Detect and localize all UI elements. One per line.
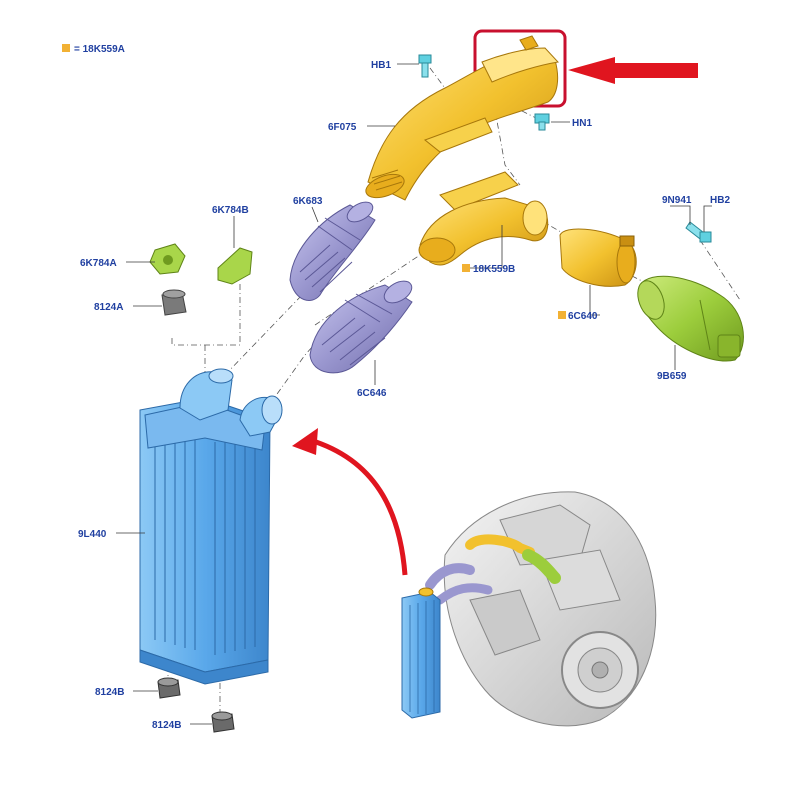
label-6c640: 6C640 <box>568 311 598 322</box>
label-6f075: 6F075 <box>328 122 357 133</box>
label-6k784a: 6K784A <box>80 258 117 269</box>
label-9b659: 9B659 <box>657 371 687 382</box>
label-8124a: 8124A <box>94 302 123 313</box>
legend-swatch-6c640 <box>558 311 566 319</box>
label-hb2: HB2 <box>710 195 730 206</box>
legend-swatch <box>62 44 70 52</box>
leader-lines <box>116 63 712 725</box>
label-18k559b: 18K559B <box>473 264 515 275</box>
part-labels: HB1 HN1 6F075 6K683 6K784B 6K784A 8124A … <box>78 60 730 731</box>
label-9n941: 9N941 <box>662 195 692 206</box>
label-8124b-left: 8124B <box>95 687 124 698</box>
label-9l440: 9L440 <box>78 529 107 540</box>
bracket-6k784b <box>217 247 253 285</box>
bracket-6k784a <box>149 243 186 275</box>
locator-arrow-head-icon <box>292 428 318 455</box>
locator-arrow <box>292 428 408 576</box>
label-6k683: 6K683 <box>293 196 323 207</box>
pointer-arrow-icon <box>568 57 698 84</box>
engine-inset <box>401 491 657 727</box>
clamp-6c640 <box>559 228 637 287</box>
legend-text: = 18K559A <box>74 44 125 55</box>
label-hb1: HB1 <box>371 60 391 71</box>
label-hn1: HN1 <box>572 118 592 129</box>
label-8124b-right: 8124B <box>152 720 181 731</box>
nut-hn1 <box>534 113 550 131</box>
intercooler-fins <box>154 440 256 655</box>
legend: = 18K559A <box>62 44 125 55</box>
duct-6f075 <box>365 35 559 201</box>
mount-8124b-left <box>157 677 181 699</box>
duct-18k559b <box>418 171 549 266</box>
intercooler-9l440 <box>139 368 283 685</box>
label-6c646: 6C646 <box>357 388 387 399</box>
hose-6k683 <box>289 201 376 301</box>
mount-8124b-right <box>211 711 235 733</box>
mount-8124a <box>161 289 187 316</box>
hose-6c646 <box>309 280 413 374</box>
legend-swatch-18k559b <box>462 264 470 272</box>
bolt-hb1 <box>418 54 432 78</box>
label-6k784b: 6K784B <box>212 205 249 216</box>
bolt-hb2 <box>685 221 712 243</box>
sensor-housing-9b659 <box>637 275 744 362</box>
